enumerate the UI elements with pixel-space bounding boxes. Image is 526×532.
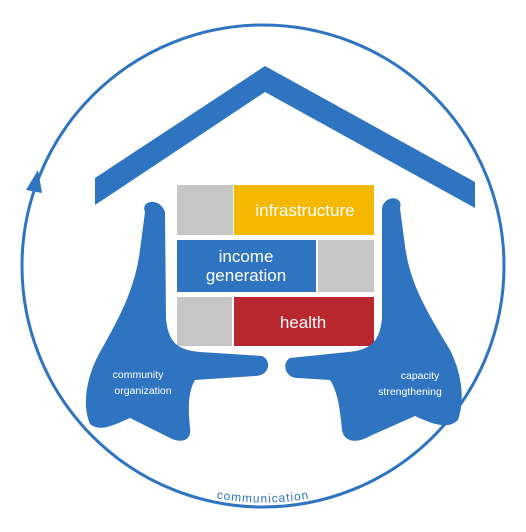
community-label-line1: community	[113, 369, 165, 381]
community-label-line2: organization	[114, 385, 171, 397]
right-hand	[285, 198, 462, 441]
income-label-line2: generation	[206, 266, 286, 285]
left-hand	[85, 201, 269, 441]
gray-block-top-left	[177, 185, 233, 235]
communication-ring	[20, 23, 506, 509]
capacity-label-line1: capacity	[401, 370, 440, 382]
ring-arrow-icon	[26, 170, 42, 193]
roof	[95, 66, 475, 208]
infrastructure-label: infrastructure	[255, 201, 354, 220]
income-generation-block	[177, 240, 316, 292]
income-label-line1: income	[219, 247, 274, 266]
health-block	[234, 297, 374, 346]
gray-block-middle-right	[318, 240, 374, 292]
gray-block-bottom-left	[177, 297, 232, 346]
health-label: health	[280, 313, 326, 332]
blocks	[177, 185, 374, 346]
infrastructure-block	[234, 185, 374, 235]
communication-label: communication	[216, 488, 310, 506]
communication-label-path: communication	[216, 488, 309, 506]
capacity-label-line2: strengthening	[378, 386, 442, 398]
